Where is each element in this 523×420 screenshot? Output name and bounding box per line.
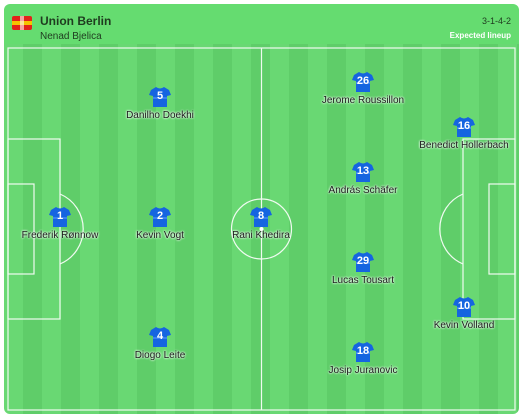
jersey-number: 26 bbox=[356, 75, 370, 87]
player-name: András Schäfer bbox=[328, 185, 398, 196]
jersey-number: 29 bbox=[356, 255, 370, 267]
lineup-status: Expected lineup bbox=[449, 31, 511, 40]
jersey-icon: 16 bbox=[453, 116, 475, 138]
player-name: Frederik Rønnow bbox=[21, 230, 99, 241]
jersey-icon: 5 bbox=[149, 86, 171, 108]
player-name: Josip Juranovic bbox=[328, 365, 398, 376]
player-card[interactable]: 29 Lucas Tousart bbox=[313, 251, 413, 286]
pitch-markings bbox=[7, 47, 516, 411]
jersey-icon: 13 bbox=[352, 161, 374, 183]
formation-label: 3-1-4-2 bbox=[481, 16, 511, 26]
jersey-icon: 4 bbox=[149, 326, 171, 348]
jersey-number: 2 bbox=[156, 210, 164, 222]
player-card[interactable]: 18 Josip Juranovic bbox=[313, 341, 413, 376]
jersey-icon: 29 bbox=[352, 251, 374, 273]
player-name: Rani Khedira bbox=[232, 230, 290, 241]
player-name: Kevin Vogt bbox=[136, 230, 184, 241]
player-card[interactable]: 8 Rani Khedira bbox=[211, 206, 311, 241]
jersey-number: 18 bbox=[356, 345, 370, 357]
player-card[interactable]: 5 Danilho Doekhi bbox=[110, 86, 210, 121]
player-name: Jerome Roussillon bbox=[321, 95, 405, 106]
player-card[interactable]: 13 András Schäfer bbox=[313, 161, 413, 196]
player-card[interactable]: 1 Frederik Rønnow bbox=[10, 206, 110, 241]
jersey-number: 16 bbox=[457, 120, 471, 132]
jersey-icon: 1 bbox=[49, 206, 71, 228]
player-card[interactable]: 16 Benedict Hollerbach bbox=[414, 116, 514, 151]
jersey-icon: 18 bbox=[352, 341, 374, 363]
player-name: Danilho Doekhi bbox=[126, 110, 194, 121]
coach-name: Nenad Bjelica bbox=[40, 31, 102, 42]
jersey-number: 4 bbox=[156, 330, 164, 342]
player-name: Benedict Hollerbach bbox=[419, 140, 509, 151]
jersey-number: 5 bbox=[156, 90, 164, 102]
player-card[interactable]: 4 Diogo Leite bbox=[110, 326, 210, 361]
jersey-number: 1 bbox=[56, 210, 64, 222]
player-name: Kevin Volland bbox=[433, 320, 495, 331]
player-card[interactable]: 26 Jerome Roussillon bbox=[313, 71, 413, 106]
jersey-number: 13 bbox=[356, 165, 370, 177]
player-name: Diogo Leite bbox=[134, 350, 186, 361]
pitch: 1 Frederik Rønnow 5 Danilho Doekhi 2 Kev… bbox=[4, 44, 519, 414]
jersey-number: 10 bbox=[457, 300, 471, 312]
player-card[interactable]: 2 Kevin Vogt bbox=[110, 206, 210, 241]
jersey-icon: 8 bbox=[250, 206, 272, 228]
jersey-icon: 10 bbox=[453, 296, 475, 318]
team-header: Union Berlin Nenad Bjelica 3-1-4-2 Expec… bbox=[4, 4, 519, 44]
jersey-icon: 26 bbox=[352, 71, 374, 93]
team-name: Union Berlin bbox=[40, 14, 112, 28]
player-name: Lucas Tousart bbox=[331, 275, 395, 286]
jersey-number: 8 bbox=[257, 210, 265, 222]
union-berlin-logo bbox=[12, 16, 32, 30]
player-card[interactable]: 10 Kevin Volland bbox=[414, 296, 514, 331]
jersey-icon: 2 bbox=[149, 206, 171, 228]
